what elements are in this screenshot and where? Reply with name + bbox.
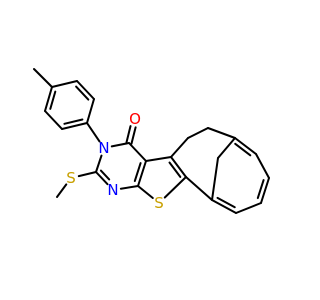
bond-c_sme-n_amide (95, 154, 103, 173)
bond-n_pyr-c_sme-inner (99, 169, 111, 181)
bond-c_carbonyl-o_carbonyl-a (130, 126, 137, 145)
bond-c3a-c_pyr-inner (133, 162, 142, 183)
bond-tol1-tol2-inner (49, 90, 57, 110)
bond-n_amide-c_carbonyl (110, 142, 130, 148)
bond-tol4-tol5 (86, 98, 95, 124)
bond-nap1-nap2 (234, 137, 257, 155)
bond-nap7-nap1 (217, 137, 236, 159)
bond-c9b-c3b-inner (168, 161, 182, 178)
bond-nap5-nap6 (211, 199, 237, 214)
atom-label-n_pyr: N (107, 181, 118, 199)
atom-label-s_thio: S (154, 194, 164, 212)
bond-c3a-c_pyr (137, 160, 147, 187)
bond-ch2_b-nap1 (207, 127, 236, 139)
atom-label-n_amide: N (98, 139, 109, 157)
atom-label-o_carbonyl: O (129, 110, 141, 128)
bond-s_thio-c9b (163, 176, 187, 199)
molecule-diagram: N O S N S (33, 68, 270, 214)
bond-nap3-nap4-inner (256, 179, 265, 200)
bond-nap5-nap6-inner (216, 196, 236, 209)
bond-c_carbonyl-o_carbonyl-b (125, 125, 132, 144)
bond-nap4-nap5 (235, 202, 262, 214)
bond-tol3-tol4 (61, 122, 88, 130)
bond-nap1-nap2-inner (234, 142, 252, 157)
bond-c_pyr-n_pyr (119, 185, 139, 190)
bond-tol2-tol3 (44, 110, 63, 130)
bond-c3b-c3a (145, 156, 172, 162)
bond-tol5-tol6-inner (75, 85, 90, 101)
bond-tol4-n_amide (86, 122, 101, 143)
bond-c_carbonyl-c3a (128, 142, 147, 162)
bond-n_pyr-c_sme (95, 171, 109, 186)
atom-label-s_me: S (66, 169, 76, 187)
bond-layer (33, 68, 270, 214)
bond-ch2_a-ch2_b (187, 127, 209, 139)
bond-nap6-c9b (185, 176, 213, 201)
atom-label-layer: N O S N S (66, 110, 164, 212)
bond-tol5-tol6 (76, 80, 95, 100)
bond-tol3-tol4-inner (63, 118, 84, 125)
bond-c9b-c3b (170, 156, 187, 178)
bond-c3b-ch2_a (170, 137, 189, 158)
bond-s_me-sme_c (56, 183, 68, 198)
bond-nap3-nap4 (260, 177, 270, 204)
bond-tol1-tol2 (44, 86, 53, 112)
bond-methyl_c-tol1 (33, 68, 53, 88)
bond-nap6-nap7 (211, 157, 219, 201)
bond-c_pyr-s_thio (137, 185, 154, 199)
bond-nap2-nap3 (255, 153, 270, 179)
bond-tol6-tol1 (51, 80, 78, 88)
bond-c_sme-s_me (77, 171, 97, 178)
